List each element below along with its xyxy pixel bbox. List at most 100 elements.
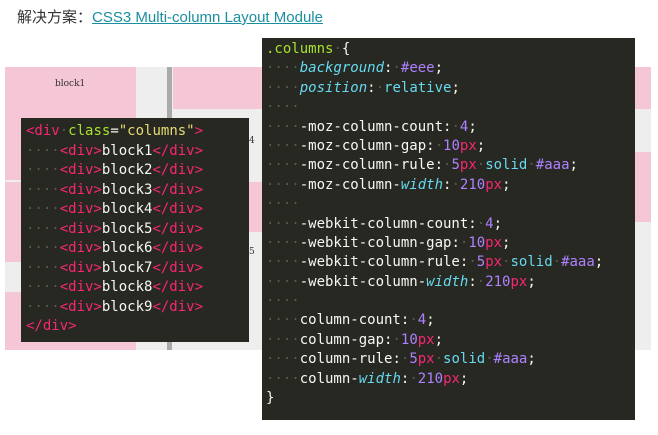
html-tag: </div> (26, 318, 77, 334)
code-token: ; (569, 157, 578, 174)
code-token: ; (502, 176, 511, 193)
space-guide: · (485, 351, 494, 368)
css-property: -webkit-column-count (299, 215, 469, 232)
indent-guide: ···· (266, 196, 300, 213)
css-number: 10 (468, 234, 486, 251)
indent-guide: ···· (26, 201, 60, 217)
css-brace: { (341, 41, 351, 57)
indent-guide: ···· (26, 220, 60, 237)
code-line: ····-moz-column-rule:·5px·solid·#aaa; (266, 156, 635, 175)
code-line: ····-webkit-column-width:·210px; (266, 273, 635, 292)
indent-guide: ···· (266, 118, 300, 135)
space-guide: · (409, 312, 418, 329)
indent-guide: ···· (266, 293, 300, 310)
code-line: ····background:·#eee; (266, 59, 635, 78)
code-token: ; (594, 254, 604, 271)
css-unit: px (485, 234, 503, 251)
css-property: column- (299, 370, 359, 387)
html-tag: </div> (152, 298, 204, 315)
html-tag: <div> (59, 240, 102, 256)
space-guide: · (434, 137, 444, 154)
code-line: ····<div>block5</div> (26, 220, 249, 240)
html-text: block1 (101, 142, 153, 159)
block-partial-label: 4 (249, 136, 255, 146)
code-token: : (367, 79, 376, 96)
html-attr-name: class (68, 123, 111, 139)
code-line: ····column-width:·210px; (266, 370, 635, 389)
spec-link[interactable]: CSS3 Multi-column Layout Module (92, 9, 323, 26)
code-token: ; (434, 60, 444, 77)
code-token: : (443, 176, 452, 193)
css-number: 4 (485, 215, 494, 232)
code-line: ····-moz-column-width:·210px; (266, 176, 635, 195)
html-text: block3 (101, 181, 153, 198)
space-guide: · (59, 123, 69, 139)
html-tag: <div> (59, 181, 102, 198)
html-tag: </div> (152, 181, 204, 198)
code-token: : (392, 351, 401, 368)
demo-block (635, 67, 651, 109)
space-guide: · (375, 79, 385, 96)
space-guide: · (476, 273, 486, 290)
code-line: ···· (266, 98, 635, 117)
code-token: ; (476, 137, 486, 154)
indent-guide: ···· (266, 215, 300, 232)
space-guide: · (451, 118, 460, 135)
css-unit: px (417, 331, 435, 348)
indent-guide: ···· (266, 157, 300, 174)
block-partial-label: 5 (249, 247, 255, 257)
code-token: : (451, 234, 460, 251)
indent-guide: ···· (266, 99, 300, 116)
html-tag: </div> (152, 201, 204, 217)
css-property: -webkit-column- (299, 273, 427, 290)
code-line: ····<div>block9</div> (26, 298, 249, 318)
space-guide: · (443, 157, 452, 174)
css-number: 210 (417, 370, 444, 387)
html-tag: <div> (59, 142, 102, 159)
space-guide: · (476, 157, 486, 174)
css-property: width (400, 176, 444, 193)
code-token: ; (527, 273, 536, 290)
css-selector: .columns (266, 41, 334, 57)
indent-guide: ···· (26, 240, 60, 256)
html-tag: </div> (152, 240, 204, 256)
code-token: ; (451, 79, 460, 96)
space-guide: · (502, 254, 511, 271)
css-number: 5 (409, 351, 418, 368)
indent-guide: ···· (266, 79, 300, 96)
html-tag: <div> (59, 201, 102, 217)
code-token: : (468, 215, 477, 232)
html-tag: </div> (152, 259, 204, 276)
css-unit: px (459, 157, 477, 174)
css-color: #aaa (535, 157, 570, 174)
css-number: 4 (417, 312, 427, 329)
css-number: 210 (459, 176, 486, 193)
code-token: ; (527, 351, 536, 368)
code-token: = (110, 123, 119, 139)
code-line: ····<div>block3</div> (26, 181, 249, 201)
indent-guide: ···· (266, 351, 300, 368)
indent-guide: ···· (266, 254, 300, 271)
code-token: : (400, 312, 410, 329)
html-text: block2 (101, 162, 153, 178)
code-token: ; (502, 234, 511, 251)
space-guide: · (527, 157, 536, 174)
css-unit: px (510, 273, 528, 290)
html-tag: <div> (59, 220, 102, 237)
code-line: ···· (266, 195, 635, 214)
css-property: column-rule (299, 351, 393, 368)
css-property: position (299, 79, 368, 96)
html-text: block5 (101, 220, 153, 237)
space-guide: · (434, 351, 444, 368)
code-line: ····column-count:·4; (266, 311, 635, 330)
html-tag: </div> (152, 142, 204, 159)
css-number: 5 (451, 157, 460, 174)
code-token: ; (493, 215, 503, 232)
code-line: ····<div>block2</div> (26, 161, 249, 181)
code-token: : (434, 157, 444, 174)
code-token: ; (468, 118, 477, 135)
css-brace: } (266, 390, 275, 407)
html-tag: <div> (59, 298, 102, 315)
html-tag: </div> (152, 220, 204, 237)
code-line: ····-moz-column-count:·4; (266, 118, 635, 137)
